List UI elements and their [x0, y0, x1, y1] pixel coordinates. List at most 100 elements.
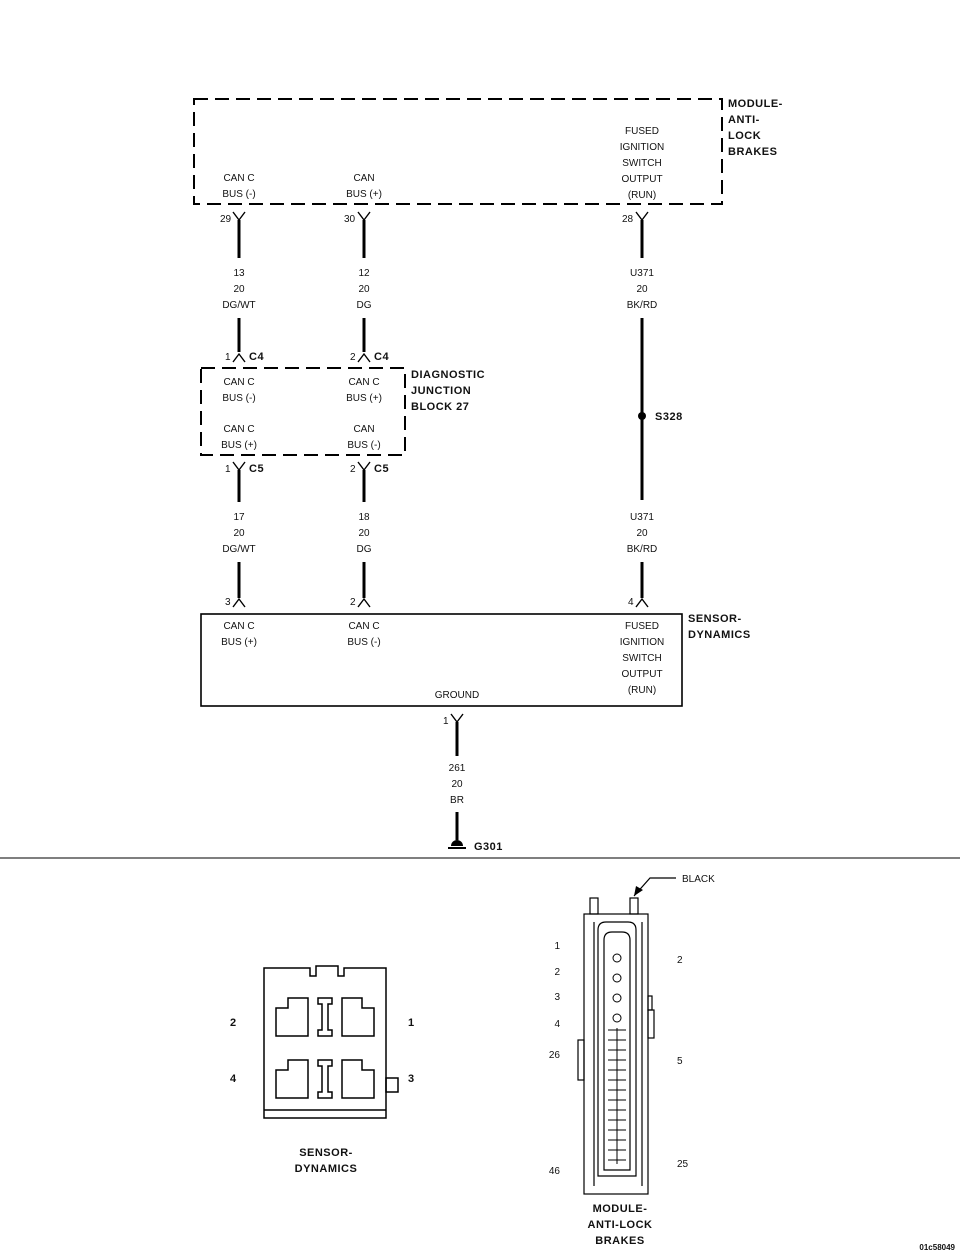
- djb-c4-2-label-1: CAN C: [348, 377, 379, 388]
- abs-title-line4: BRAKES: [728, 146, 777, 158]
- wire-u371-lower-circuit: U371: [630, 512, 654, 523]
- sensor-pin4-label-5: (RUN): [628, 685, 656, 696]
- c4-conn-label-2: C4: [374, 351, 389, 363]
- abs-view-title-1: MODULE-: [593, 1203, 648, 1215]
- wire-12-circuit: 12: [358, 268, 370, 279]
- wire-261-color: BR: [450, 795, 464, 806]
- djb-title-line2: JUNCTION: [411, 385, 471, 397]
- c5-pin-1: 1: [225, 464, 231, 475]
- abs-view-color: BLACK: [682, 874, 715, 885]
- terminal-c5-1: [232, 461, 246, 472]
- c5-pin-2: 2: [350, 464, 356, 475]
- sensor-ground-label: GROUND: [435, 690, 479, 701]
- abs-pin30-label-1: CAN: [353, 173, 374, 184]
- abs-view-left-pin-2: 2: [554, 967, 560, 978]
- sensor-view-title-2: DYNAMICS: [295, 1163, 358, 1175]
- sensor-view-pin-3: 3: [408, 1073, 415, 1085]
- ground-symbol-icon: [448, 840, 466, 849]
- abs-pin29-label-1: CAN C: [223, 173, 254, 184]
- wire-12-color: DG: [357, 300, 372, 311]
- sensor-pin-4: 4: [628, 597, 634, 608]
- abs-title-line3: LOCK: [728, 130, 761, 142]
- abs-title-line1: MODULE-: [728, 98, 783, 110]
- wire-12-gauge: 20: [358, 284, 370, 295]
- sensor-pin-3: 3: [225, 597, 231, 608]
- abs-pin28-label-5: (RUN): [628, 190, 656, 201]
- terminal-c4-1: [232, 352, 246, 363]
- abs-view-title-3: BRAKES: [595, 1235, 644, 1247]
- c5-conn-label-1: C5: [249, 463, 264, 475]
- abs-view-left-pin-46: 46: [549, 1166, 561, 1177]
- wire-u371-upper-circuit: U371: [630, 268, 654, 279]
- djb-c5-1-label-1: CAN C: [223, 424, 254, 435]
- sensor-pin-1: 1: [443, 716, 449, 727]
- sensor-module-box: [200, 613, 683, 707]
- wire-13-circuit: 13: [233, 268, 245, 279]
- djb-box: [200, 367, 406, 456]
- sensor-pin3-label-1: CAN C: [223, 621, 254, 632]
- wire-u371-upper-gauge: 20: [636, 284, 648, 295]
- sensor-connector-view: [263, 965, 399, 1119]
- djb-c5-1-label-2: BUS (+): [221, 440, 257, 451]
- djb-title-line1: DIAGNOSTIC: [411, 369, 485, 381]
- abs-view-left-pin-1: 1: [554, 941, 560, 952]
- sensor-pin2-label-2: BUS (-): [347, 637, 380, 648]
- sensor-pin2-label-1: CAN C: [348, 621, 379, 632]
- abs-pin28-label-4: OUTPUT: [621, 174, 662, 185]
- sensor-pin-2: 2: [350, 597, 356, 608]
- abs-view-left-pin-3: 3: [554, 992, 560, 1003]
- terminal-sensor-2: [357, 597, 371, 608]
- abs-pin28-label-1: FUSED: [625, 126, 659, 137]
- color-callout-arrowhead-icon: [634, 886, 643, 896]
- wire-261-circuit: 261: [449, 763, 466, 774]
- c4-conn-label-1: C4: [249, 351, 264, 363]
- abs-title-line2: ANTI-: [728, 114, 760, 126]
- sensor-view-pin-4: 4: [230, 1073, 237, 1085]
- splice-label: S328: [655, 411, 683, 423]
- abs-view-left-pin-26: 26: [549, 1050, 561, 1061]
- figure-id: 01c58049: [919, 1243, 955, 1252]
- terminal-c5-2: [357, 461, 371, 472]
- sensor-view-pin-1: 1: [408, 1017, 415, 1029]
- wire-17-circuit: 17: [233, 512, 245, 523]
- wire-17-color: DG/WT: [222, 544, 255, 555]
- wire-13-gauge: 20: [233, 284, 245, 295]
- wire-18-gauge: 20: [358, 528, 370, 539]
- color-callout-leader: [633, 877, 676, 897]
- terminal-sensor-4: [635, 597, 649, 608]
- wire-18-circuit: 18: [358, 512, 370, 523]
- c4-pin-2: 2: [350, 352, 356, 363]
- sensor-view-pin-2: 2: [230, 1017, 237, 1029]
- djb-c4-2-label-2: BUS (+): [346, 393, 382, 404]
- terminal-abs-29: [232, 211, 246, 222]
- ground-point-label: G301: [474, 841, 503, 853]
- abs-view-title-2: ANTI-LOCK: [588, 1219, 653, 1231]
- abs-pin-30: 30: [344, 214, 356, 225]
- wire-13-color: DG/WT: [222, 300, 255, 311]
- abs-view-right-pin-5: 5: [677, 1056, 683, 1067]
- sensor-pin3-label-2: BUS (+): [221, 637, 257, 648]
- wire-u371-lower-gauge: 20: [636, 528, 648, 539]
- wire-18-color: DG: [357, 544, 372, 555]
- djb-title: DIAGNOSTIC JUNCTION BLOCK 27: [411, 369, 485, 413]
- abs-connector-contacts: [608, 953, 626, 1164]
- terminal-sensor-3: [232, 597, 246, 608]
- abs-pin-28: 28: [622, 214, 634, 225]
- wire-261-gauge: 20: [451, 779, 463, 790]
- abs-pin28-label-2: IGNITION: [620, 142, 664, 153]
- sensor-pin4-label-1: FUSED: [625, 621, 659, 632]
- abs-view-right-pin-2: 2: [677, 955, 683, 966]
- abs-connector-view: [577, 897, 655, 1195]
- abs-view-right-pin-25: 25: [677, 1159, 689, 1170]
- abs-pin28-label-3: SWITCH: [622, 158, 661, 169]
- abs-pin-29: 29: [220, 214, 232, 225]
- terminal-abs-28: [635, 211, 649, 222]
- splice-dot: [638, 412, 646, 420]
- terminal-abs-30: [357, 211, 371, 222]
- sensor-title-line2: DYNAMICS: [688, 629, 751, 641]
- sensor-module-title: SENSOR- DYNAMICS: [688, 613, 751, 641]
- djb-c5-2-label-2: BUS (-): [347, 440, 380, 451]
- sensor-title-line1: SENSOR-: [688, 613, 742, 625]
- djb-title-line3: BLOCK 27: [411, 401, 469, 413]
